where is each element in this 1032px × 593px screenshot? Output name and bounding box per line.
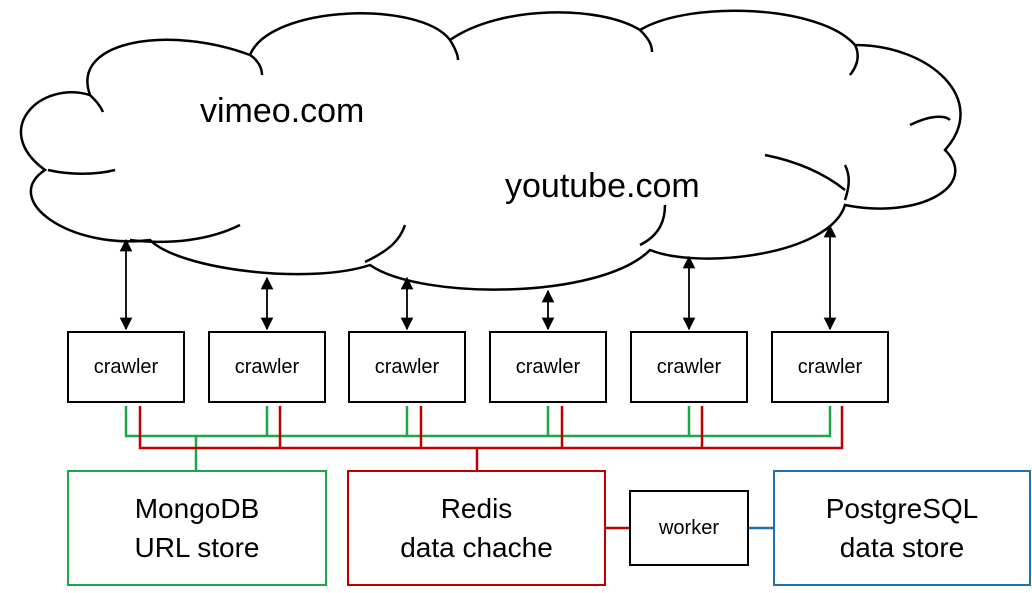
mongodb-connections [124,406,832,470]
redis-role: data chache [400,532,553,563]
cloud-fold [249,53,264,76]
postgres-store-box: PostgreSQL data store [773,470,1031,586]
site-youtube-label: youtube.com [505,167,700,205]
cloud-fold [639,204,667,247]
cloud-fold [639,29,654,53]
cloud-fold [909,115,951,127]
cloud-fold [448,39,460,61]
crawler-box-2: crawler [208,331,326,403]
cloud-fold [89,94,105,113]
cloud-fold [129,223,241,244]
postgres-name: PostgreSQL [825,492,979,524]
mongodb-store-box: MongoDB URL store [67,470,327,586]
mongodb-name: MongoDB [134,492,260,524]
crawler-box-5: crawler [630,331,748,403]
cloud-fold [764,153,846,191]
internet-cloud [19,9,962,291]
postgres-role: data store [839,532,965,563]
cloud-fold [843,164,850,201]
site-vimeo-label: vimeo.com [200,92,365,130]
crawler-box-3: crawler [348,331,466,403]
crawler-box-4: crawler [489,331,607,403]
crawler-box-6: crawler [771,331,889,403]
cloud-fold [47,168,116,175]
worker-box: worker [629,490,749,566]
cloud-fold [849,44,859,76]
redis-connections [138,406,844,530]
mongodb-role: URL store [134,532,260,563]
cloud-fold [364,224,407,264]
crawler-box-1: crawler [67,331,185,403]
redis-name: Redis [440,492,513,524]
redis-store-box: Redis data chache [347,470,606,586]
